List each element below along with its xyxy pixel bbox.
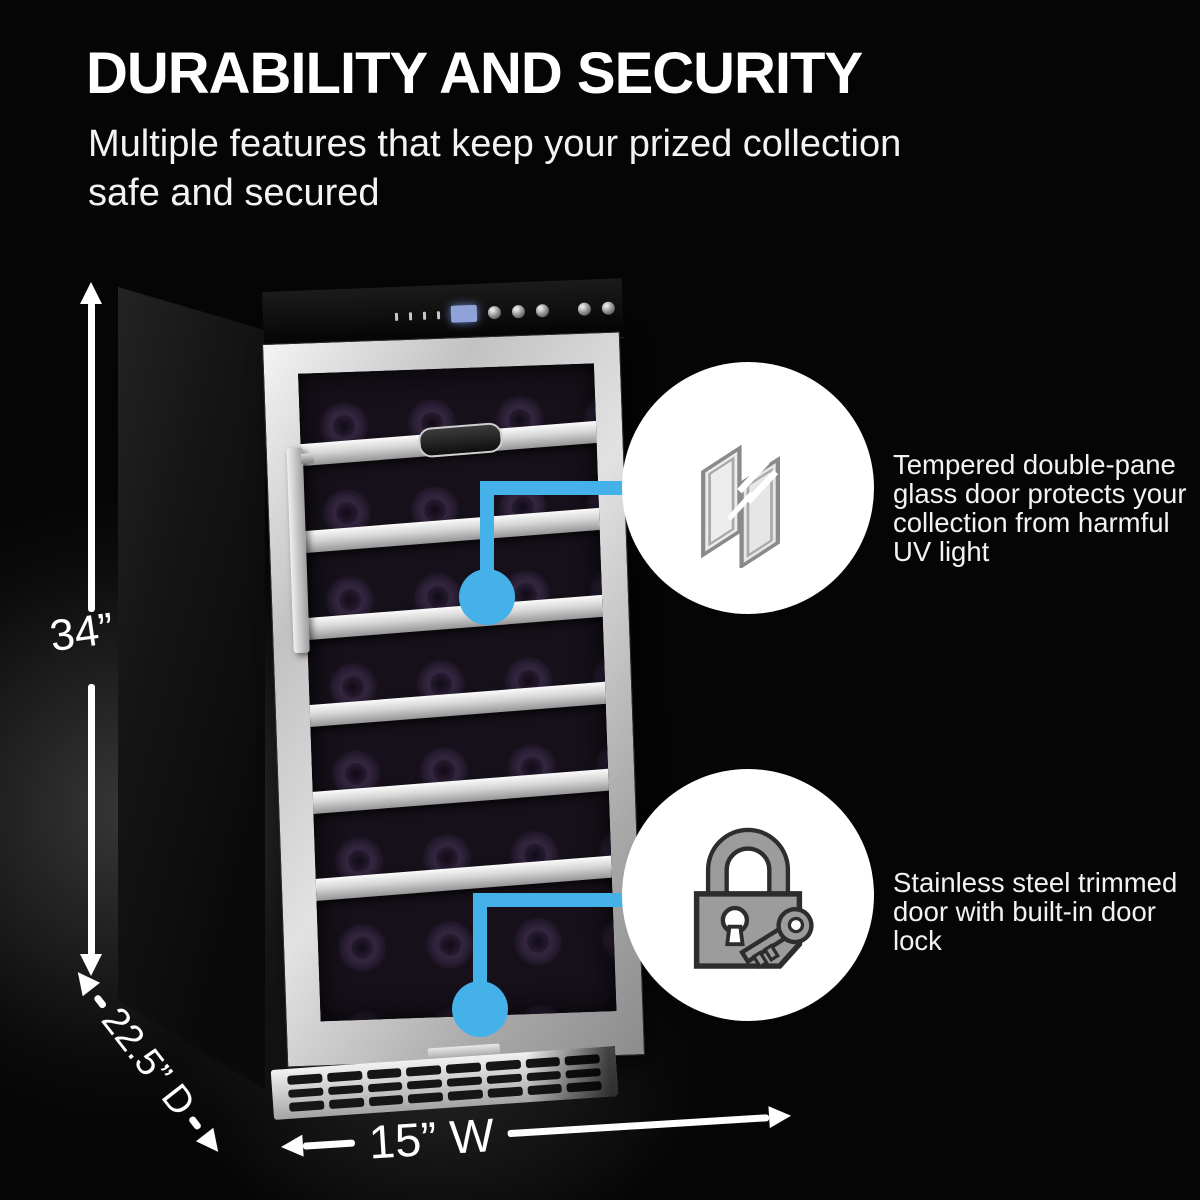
dimension-line <box>188 1115 203 1131</box>
cabinet-side-panel <box>118 287 265 1090</box>
connector-line <box>480 488 494 600</box>
connector-line <box>473 898 487 1012</box>
arrow-up-icon <box>80 282 102 304</box>
control-button <box>577 302 592 316</box>
lock-callout-circle <box>622 769 874 1021</box>
shelf <box>299 681 617 728</box>
dimension-line <box>302 1138 356 1150</box>
glass-callout-text: Tempered double-pane glass door protects… <box>893 449 1187 568</box>
control-button <box>487 305 502 320</box>
double-pane-glass-icon <box>701 444 780 568</box>
page-title: DURABILITY AND SECURITY <box>86 41 863 106</box>
brand-badge <box>417 421 504 459</box>
dimension-line <box>93 993 108 1009</box>
connector-line <box>473 893 657 907</box>
connector-line <box>480 481 658 495</box>
glass-callout-circle <box>622 362 874 614</box>
door-handle-bracket <box>300 453 315 464</box>
glass-door-with-wine-bottles <box>298 363 617 1022</box>
stainless-door-frame <box>262 331 646 1068</box>
dimension-line <box>88 684 95 956</box>
indicator-tick <box>422 311 427 320</box>
indicator-tick <box>436 310 441 319</box>
padlock-key-icon <box>693 827 814 970</box>
dimension-line <box>507 1113 770 1137</box>
page-subtitle: Multiple features that keep your prized … <box>88 123 902 215</box>
shelf <box>298 594 614 641</box>
temperature-display <box>450 304 478 323</box>
lock-callout-text: Stainless steel trimmed door with built-… <box>893 867 1178 957</box>
arrow-down-icon <box>80 954 102 976</box>
arrow-right-icon <box>196 1127 228 1159</box>
control-button <box>511 304 526 319</box>
shelf <box>302 767 617 815</box>
shelf <box>298 507 611 554</box>
arrow-left-icon <box>280 1134 304 1158</box>
control-button <box>535 304 550 318</box>
control-button <box>601 301 616 315</box>
indicator-tick <box>394 312 399 321</box>
height-label: 34” <box>46 603 117 662</box>
arrow-right-icon <box>768 1104 793 1129</box>
width-label: 15” W <box>367 1107 496 1169</box>
dimension-line <box>88 302 95 612</box>
arrow-left-icon <box>68 965 100 997</box>
indicator-tick <box>408 311 413 320</box>
